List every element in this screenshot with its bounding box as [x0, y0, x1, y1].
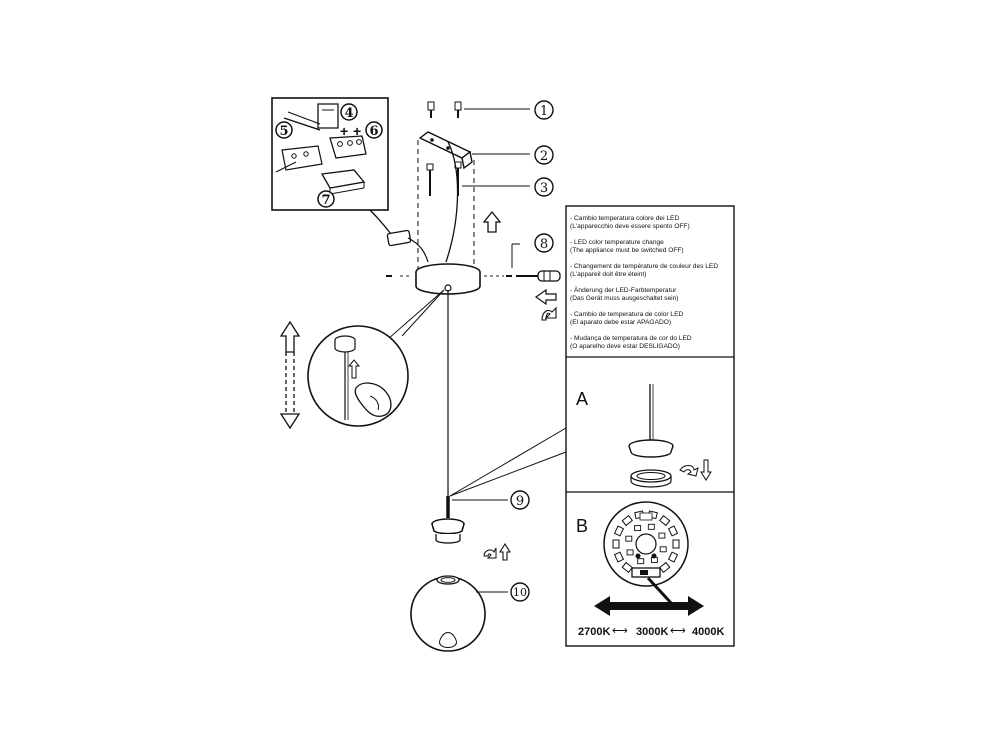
led-chip — [621, 561, 633, 573]
callout-5: 5 — [279, 124, 288, 139]
temp-3000: 3000K — [636, 626, 668, 638]
callout-group-bracket: 1 2 3 — [534, 100, 554, 197]
screw-icon — [454, 101, 462, 118]
height-adjust-arrow-icon — [279, 320, 301, 430]
bracket-icon — [317, 103, 339, 129]
driver-unit-icon — [386, 229, 412, 247]
instruction-it-2: (L'apparecchio deve essere spento OFF) — [570, 223, 690, 230]
arrow-left-icon — [534, 288, 557, 306]
led-chip — [634, 525, 642, 532]
callout-10: 10 — [513, 586, 527, 599]
led-chip — [659, 546, 667, 553]
led-chip — [659, 515, 671, 527]
led-chip — [667, 551, 679, 563]
rotate-arrow-icon — [483, 547, 497, 559]
instruction-it-1: - Cambio temperatura colore dei LED — [570, 215, 679, 222]
rotate-arrow-icon — [541, 306, 557, 321]
led-chip — [626, 549, 634, 556]
arrow-up-icon — [499, 542, 511, 561]
led-chip — [659, 561, 671, 573]
callout-8: 8 — [540, 237, 548, 252]
canopy — [386, 263, 512, 295]
instruction-es-2: (El aparato debe estar APAGADO) — [570, 319, 671, 326]
temp-arrow-2: ⟷ — [670, 625, 686, 637]
switch-direction-arrow-icon — [594, 596, 704, 616]
led-chip — [612, 539, 620, 549]
instruction-de-1: - Änderung der LED-Farbtemperatur — [570, 286, 677, 294]
callout-7: 7 — [321, 193, 330, 208]
instruction-de-2: (Das Gerät muss ausgeschaltet sein) — [570, 295, 678, 302]
callout-3: 3 — [540, 181, 548, 196]
plus-sign: + — [353, 123, 361, 139]
long-screw-icon — [426, 163, 434, 196]
rotate-arrow-icon — [679, 465, 699, 477]
instruction-panel: - Cambio temperatura colore dei LED (L'a… — [565, 205, 735, 647]
panel-a-illustration — [628, 384, 712, 488]
terminal-block-icon — [329, 135, 367, 159]
instruction-en-1: - LED color temperature change — [570, 239, 664, 246]
instruction-pt-1: - Mudança de temperatura de cor do LED — [570, 335, 692, 342]
callout-1: 1 — [540, 104, 548, 119]
temp-4000: 4000K — [692, 626, 724, 638]
led-chip — [613, 551, 625, 563]
arrow-up-icon — [347, 359, 361, 379]
led-chip — [658, 532, 666, 539]
led-chip — [647, 523, 655, 530]
led-chip — [672, 539, 680, 549]
led-chip — [621, 515, 633, 527]
lamp-holder-cap — [431, 518, 465, 544]
ceiling-bracket — [417, 101, 530, 272]
led-chip — [625, 535, 633, 542]
callout-2: 2 — [540, 149, 548, 164]
zoom-detail-circle — [307, 325, 409, 427]
callout-6: 6 — [369, 124, 378, 139]
plus-sign: + — [340, 123, 348, 139]
hand-icon — [354, 382, 392, 417]
glass-globe — [410, 575, 486, 652]
led-chip — [637, 558, 645, 565]
instruction-fr-2: (L'appareil doit être éteint) — [570, 271, 646, 278]
panel-a-label: A — [576, 389, 588, 409]
panel-b-label: B — [576, 516, 588, 536]
screw-icon — [427, 101, 435, 118]
terminal-inset: + + 4 5 6 7 — [271, 97, 389, 211]
arrow-up-icon — [482, 210, 502, 233]
temp-2700: 2700K — [578, 626, 610, 638]
callout-4: 4 — [344, 106, 353, 121]
arrow-down-icon — [700, 459, 712, 481]
instruction-es-1: - Cambio de temperatura de color LED — [570, 311, 683, 318]
led-board-illustration — [603, 501, 689, 606]
led-chip — [667, 525, 679, 537]
instruction-en-2: (The appliance must be switched OFF) — [570, 247, 684, 254]
temp-arrow-1: ⟷ — [612, 625, 628, 637]
instruction-pt-2: (O aparelho deve estar DESLIGADO) — [570, 343, 680, 350]
instruction-fr-1: - Changement de température de couleur d… — [570, 263, 718, 270]
led-chip — [613, 525, 625, 537]
screwdriver-icon — [516, 270, 561, 282]
callout-9: 9 — [516, 494, 524, 509]
instruction-texts: - Cambio temperatura colore dei LED (L'a… — [570, 215, 718, 350]
